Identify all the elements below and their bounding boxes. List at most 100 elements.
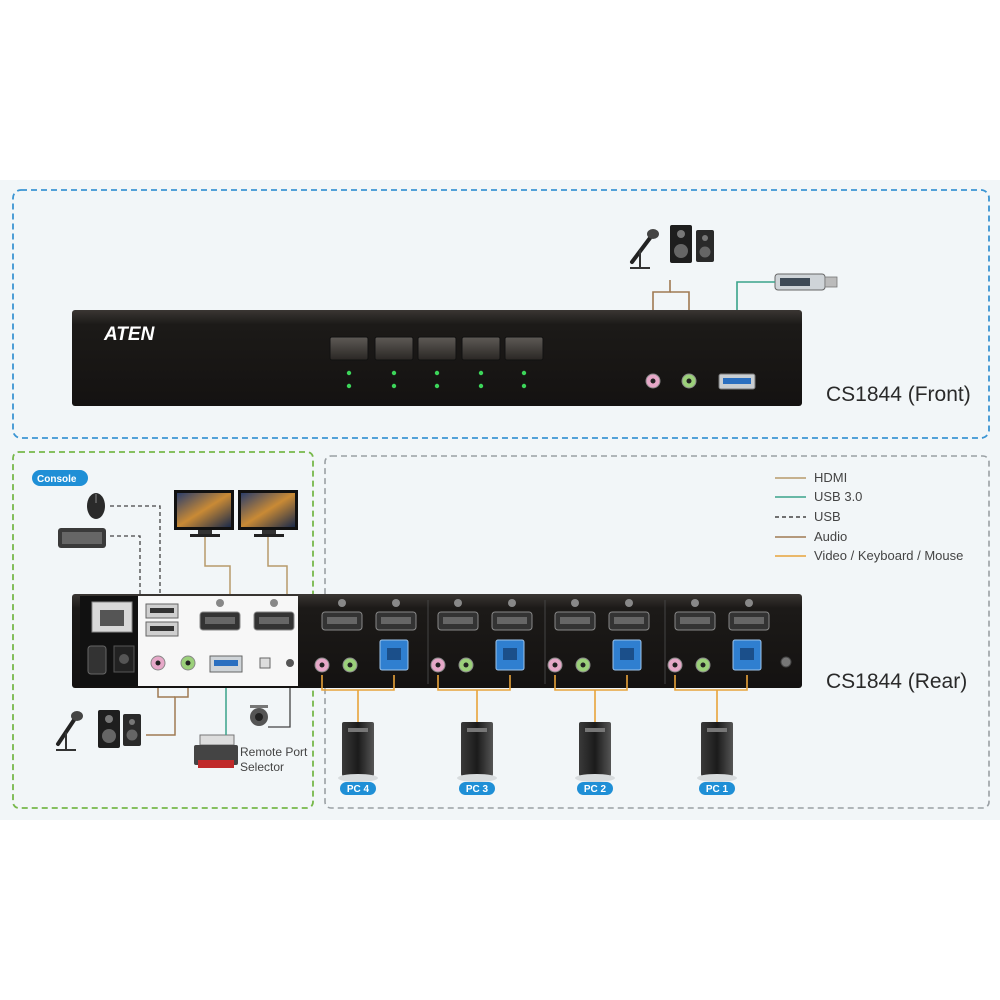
pc-shadow [338, 774, 378, 782]
port-button[interactable] [461, 336, 501, 361]
port-leds [346, 370, 527, 389]
ground-screw [780, 656, 792, 668]
led [391, 383, 397, 389]
rj45-port [91, 601, 133, 633]
legend-label: USB 3.0 [814, 489, 862, 504]
led [434, 383, 440, 389]
pc-tower-icon [701, 722, 733, 776]
console-usb-ports [145, 603, 179, 637]
microphone-icon [56, 711, 83, 751]
port-buttons [329, 336, 544, 361]
pc-port-groups: PC 4 PC 3 PC 2 PC 1 [314, 599, 770, 795]
console-hdmi-ports [199, 599, 295, 631]
pc-drive-bay [585, 728, 605, 732]
usb3-b-slot [503, 648, 517, 660]
console-audio-jacks [150, 655, 196, 671]
hdmi-port-slot [560, 617, 590, 624]
jack-hole [435, 662, 441, 668]
pc-tower-icon [579, 722, 611, 776]
monitor-icon [174, 490, 234, 537]
pc-badge [340, 782, 376, 795]
screw [745, 599, 753, 607]
hdmi-port-slot [734, 617, 764, 624]
pc-port-group: PC 2 [544, 599, 650, 795]
led [478, 370, 484, 376]
screw [392, 599, 400, 607]
screw [625, 599, 633, 607]
vkm-line [554, 675, 628, 691]
console-remote-port [259, 657, 271, 669]
legend-label: Video / Keyboard / Mouse [814, 548, 963, 563]
hdmi-port-slot [614, 617, 644, 624]
jack-hole [347, 662, 353, 668]
remote-selector-label: Remote Port [240, 745, 308, 759]
legend-label: HDMI [814, 470, 847, 485]
monitor-hdmi-lines [204, 537, 288, 604]
pc-shadow [575, 774, 615, 782]
front-usb3-port [718, 373, 756, 390]
front-frame [12, 189, 990, 439]
pc-badge [577, 782, 613, 795]
led [521, 370, 527, 376]
hdmi-port-slot [680, 617, 710, 624]
led [346, 383, 352, 389]
usb3-b-slot [620, 648, 634, 660]
screw [338, 599, 346, 607]
rear-model-label: CS1844 (Rear) [826, 670, 967, 693]
vkm-line [674, 675, 748, 691]
usb3-b-slot [387, 648, 401, 660]
remote-selector-label: Selector [240, 760, 284, 774]
port-button[interactable] [504, 336, 544, 361]
console-badge [32, 470, 88, 486]
pc-port-group: PC 3 [427, 599, 533, 795]
remote-selector-line [268, 670, 291, 728]
jack-hole [463, 662, 469, 668]
led [346, 370, 352, 376]
legend-label: Audio [814, 529, 847, 544]
front-speaker-jack [681, 373, 697, 389]
screw [508, 599, 516, 607]
jack-hole [672, 662, 678, 668]
remote-selector-icon [250, 705, 268, 726]
pc-badge [699, 782, 735, 795]
jack-hole [580, 662, 586, 668]
pc-label: PC 1 [706, 784, 729, 795]
legend-label: USB [814, 509, 841, 524]
console-remote-jack [286, 659, 294, 667]
led [434, 370, 440, 376]
pc-tower-icon [461, 722, 493, 776]
usb-stick-icon [774, 273, 838, 291]
pc-drive-bay [707, 728, 727, 732]
screw [571, 599, 579, 607]
front-model-label: CS1844 (Front) [826, 383, 971, 406]
monitor-icon [238, 490, 298, 537]
pc-label: PC 3 [466, 784, 489, 795]
pc-shadow [457, 774, 497, 782]
jack-hole [700, 662, 706, 668]
brand-logo: ATEN [103, 324, 156, 345]
port-button[interactable] [417, 336, 457, 361]
pc-tower-icon [342, 722, 374, 776]
hdmi-port-slot [327, 617, 357, 624]
jack-hole [319, 662, 325, 668]
power-switch [87, 645, 107, 675]
pc-shadow [697, 774, 737, 782]
keyboard-icon [58, 528, 106, 548]
vkm-line [437, 675, 511, 691]
hdmi-port-slot [443, 617, 473, 624]
speakers-icon [670, 225, 714, 263]
port-button[interactable] [329, 336, 369, 361]
pc-drive-bay [348, 728, 368, 732]
speakers-icon [98, 710, 141, 748]
console-usb3-port [209, 655, 243, 673]
hdmi-port-slot [381, 617, 411, 624]
pc-port-group: PC 4 [314, 599, 417, 795]
led [478, 383, 484, 389]
pc-drive-bay [467, 728, 487, 732]
port-button[interactable] [374, 336, 414, 361]
microphone-icon [630, 229, 659, 269]
mouse-icon [87, 493, 105, 519]
console-badge-label: Console [37, 474, 77, 485]
hdmi-port-slot [497, 617, 527, 624]
